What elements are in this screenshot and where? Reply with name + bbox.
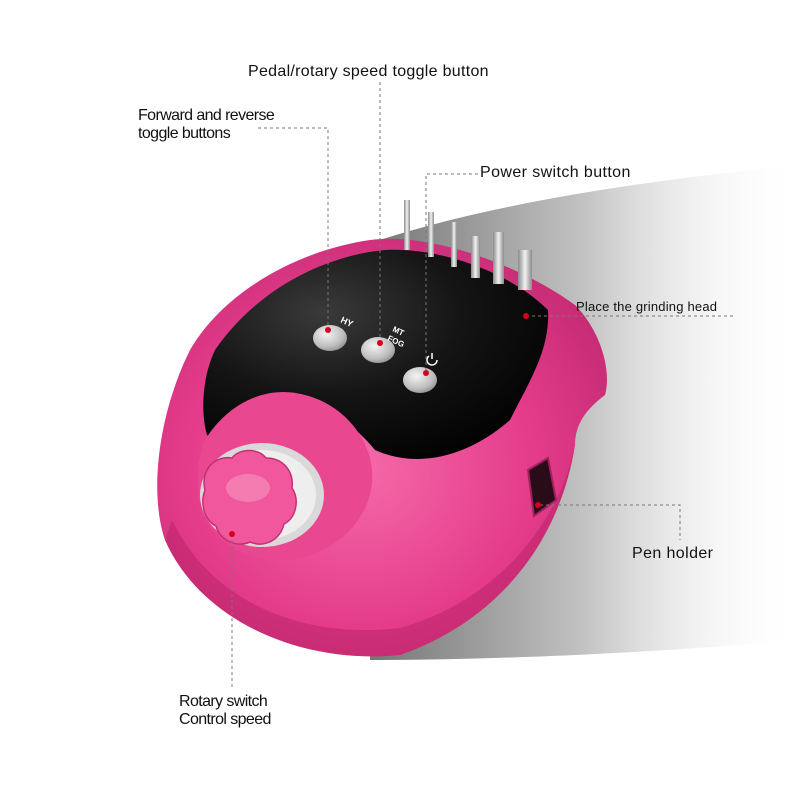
leader-pen-holder — [540, 504, 681, 540]
callout-rotary-switch: Rotary switch Control speed — [179, 693, 271, 729]
marker-pen-holder — [535, 502, 541, 508]
grinding-bit — [428, 212, 434, 257]
mt-fog-button[interactable]: MT FOG — [361, 325, 406, 363]
mt-button-label: MT — [391, 325, 405, 338]
hy-button[interactable]: HY — [313, 315, 355, 351]
power-icon — [426, 353, 438, 366]
callout-pedal-rotary: Pedal/rotary speed toggle button — [248, 63, 489, 80]
grinding-bit — [493, 232, 504, 284]
callout-pen-holder: Pen holder — [632, 545, 714, 562]
callout-markers — [229, 313, 541, 537]
grinding-bit — [404, 200, 410, 250]
leader-lines — [231, 82, 735, 688]
marker-pedal-rotary — [377, 340, 383, 346]
callout-rotary-switch-line2: Control speed — [179, 711, 271, 728]
housing-rim-shade — [165, 445, 575, 657]
hy-button-label: HY — [339, 315, 355, 329]
pen-holder-slot[interactable] — [526, 456, 558, 518]
grinding-heads — [404, 200, 532, 290]
callout-rotary-switch-line1: Rotary switch — [179, 693, 268, 710]
grinding-bit — [518, 250, 532, 290]
callout-forward-reverse-line1: Forward and reverse — [138, 107, 275, 124]
marker-forward-reverse — [325, 327, 331, 333]
grinding-bit — [471, 236, 480, 278]
device-body — [157, 238, 607, 657]
knob-highlight — [226, 474, 270, 502]
callout-grinding-head: Place the grinding head — [576, 299, 718, 314]
callout-forward-reverse: Forward and reverse toggle buttons — [138, 107, 275, 143]
callout-forward-reverse-line2: toggle buttons — [138, 125, 231, 142]
marker-grinding-head — [523, 313, 529, 319]
marker-rotary — [229, 531, 235, 537]
marker-power — [423, 370, 429, 376]
callout-power-switch: Power switch button — [480, 164, 631, 181]
grinding-bit — [451, 222, 457, 267]
